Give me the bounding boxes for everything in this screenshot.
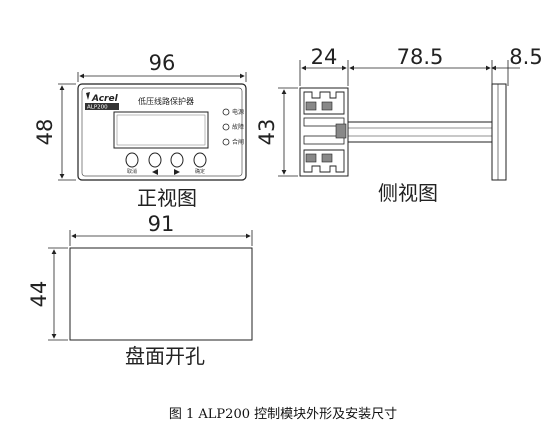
front-view: 96 48 Acrel ALP200 低压线路保护器 电源 故障 合闸 [33,51,247,210]
indicator-power-label: 电源 [232,108,244,116]
cutout-width-dim: 91 [148,212,175,236]
cutout-label: 盘面开孔 [125,344,205,368]
model-plate [85,103,119,110]
indicator-list: 电源 故障 合闸 [222,108,244,146]
lcd-screen [113,111,209,149]
indicator-close-icon [222,138,230,146]
indicator-fault-icon [222,123,230,131]
cutout-view: 91 44 盘面开孔 [27,212,253,368]
left-button[interactable] [148,152,162,168]
cutout-height-dim: 44 [27,281,51,308]
brand-logo-icon [86,92,90,100]
cancel-button-label: 取消 [127,168,137,175]
button-row: 取消 确定 [125,152,207,175]
right-button[interactable] [170,152,184,168]
side-view: 24 78.5 8.5 43 侧视图 [255,45,543,205]
indicator-close-label: 合闸 [232,138,244,146]
front-view-label: 正视图 [137,186,197,210]
left-arrow-icon [152,169,158,175]
confirm-button-label: 确定 [195,168,205,175]
cutout-rect [69,247,253,341]
indicator-fault-label: 故障 [232,123,244,131]
side-dim-8-5: 8.5 [509,45,542,69]
right-arrow-icon [174,169,180,175]
side-dim-24: 24 [311,45,338,69]
front-height-dim: 48 [33,119,57,146]
device-name: 低压线路保护器 [138,96,194,106]
confirm-button[interactable] [193,152,207,168]
housing-body [347,121,493,143]
side-view-label: 侧视图 [378,181,438,205]
side-dim-78-5: 78.5 [397,45,444,69]
front-width-dim: 96 [149,51,176,75]
side-bezel [491,83,507,181]
figure-caption: 图 1 ALP200 控制模块外形及安装尺寸 [169,407,397,422]
cancel-button[interactable] [125,152,139,168]
model-label: ALP200 [87,105,108,111]
indicator-power-icon [222,108,230,116]
side-height-dim: 43 [255,119,279,146]
brand-name: Acrel [91,94,119,104]
